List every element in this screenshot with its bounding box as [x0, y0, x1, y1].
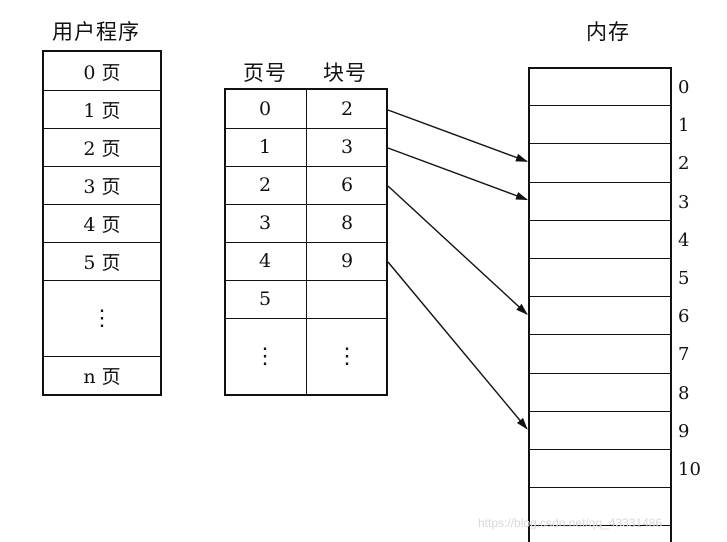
divider	[44, 90, 160, 91]
memory-block-divider	[530, 372, 670, 374]
divider	[44, 280, 160, 281]
block-number-header: 块号	[323, 61, 367, 85]
memory-block-divider	[530, 410, 670, 412]
memory-block-number: 5	[678, 268, 690, 289]
memory-block-divider	[530, 258, 670, 259]
user-page-cell: 1 页	[83, 99, 121, 122]
memory-block-number: 3	[678, 191, 690, 213]
user-program-table: 0 页 1 页 2 页 3 页 4 页 5 页 ⋮ n 页	[42, 50, 162, 396]
user-page-cell: n 页	[83, 365, 121, 388]
divider	[226, 166, 386, 167]
divider	[226, 128, 386, 129]
block-number-cell: 3	[340, 136, 354, 158]
page-number-cell: 1	[258, 136, 272, 158]
page-to-block-arrow	[387, 185, 528, 315]
user-page-cell: 5 页	[83, 251, 121, 274]
memory-blocks	[528, 67, 672, 542]
memory-block-divider	[530, 219, 670, 221]
memory-block-divider	[530, 181, 670, 183]
memory-block-number: 2	[678, 153, 690, 175]
divider	[44, 166, 160, 167]
divider	[44, 242, 160, 243]
divider	[44, 128, 160, 129]
user-page-cell: 0 页	[83, 61, 121, 84]
memory-block-number: 7	[678, 344, 690, 366]
divider	[226, 318, 386, 319]
page-to-block-arrow	[387, 147, 528, 201]
memory-block-divider	[530, 525, 670, 527]
memory-block-number: 10	[678, 459, 701, 480]
memory-block-divider	[530, 143, 670, 145]
page-to-block-arrow	[387, 261, 528, 430]
divider	[44, 204, 160, 205]
user-page-cell: 2 页	[83, 137, 121, 160]
memory-block-divider	[530, 487, 670, 489]
memory-block-number: 4	[678, 229, 690, 251]
page-number-cell: 5	[258, 288, 272, 310]
memory-block-divider	[530, 334, 670, 336]
block-number-cell: 8	[340, 212, 354, 234]
page-number-header: 页号	[243, 61, 287, 85]
memory-block-number: 1	[678, 115, 690, 137]
memory-block-number: 8	[678, 382, 690, 404]
divider	[44, 356, 160, 357]
user-program-title: 用户程序	[52, 20, 140, 44]
memory-block-divider	[530, 449, 670, 450]
page-number-cell: 0	[258, 98, 272, 120]
block-number-cell: 9	[340, 250, 354, 272]
memory-block-divider	[530, 296, 670, 298]
memory-block-divider	[530, 105, 670, 107]
divider	[226, 280, 386, 281]
user-page-cell: 3 页	[83, 175, 121, 198]
watermark-text: https://blog.csdn.net/qq_43331486	[478, 516, 663, 530]
memory-title: 内存	[586, 20, 630, 44]
memory-top-border	[530, 67, 670, 69]
divider	[226, 242, 386, 243]
user-page-cell: 4 页	[83, 213, 121, 236]
page-number-cell: 3	[258, 212, 272, 234]
user-page-ellipsis: ⋮	[91, 305, 113, 331]
page-to-block-arrow	[387, 109, 528, 163]
divider	[226, 204, 386, 205]
page-number-cell: 2	[258, 174, 272, 196]
memory-block-number: 6	[678, 306, 690, 328]
memory-block-number: 9	[678, 420, 690, 442]
block-number-ellipsis: ⋮	[336, 343, 358, 369]
page-number-cell: 4	[258, 250, 272, 272]
page-number-ellipsis: ⋮	[254, 343, 276, 369]
memory-block-number: 0	[678, 77, 690, 98]
block-number-cell: 2	[340, 98, 354, 120]
page-table: 0 2 1 3 2 6 3 8 4 9 5 ⋮ ⋮	[224, 88, 388, 396]
block-number-cell: 6	[340, 174, 354, 196]
